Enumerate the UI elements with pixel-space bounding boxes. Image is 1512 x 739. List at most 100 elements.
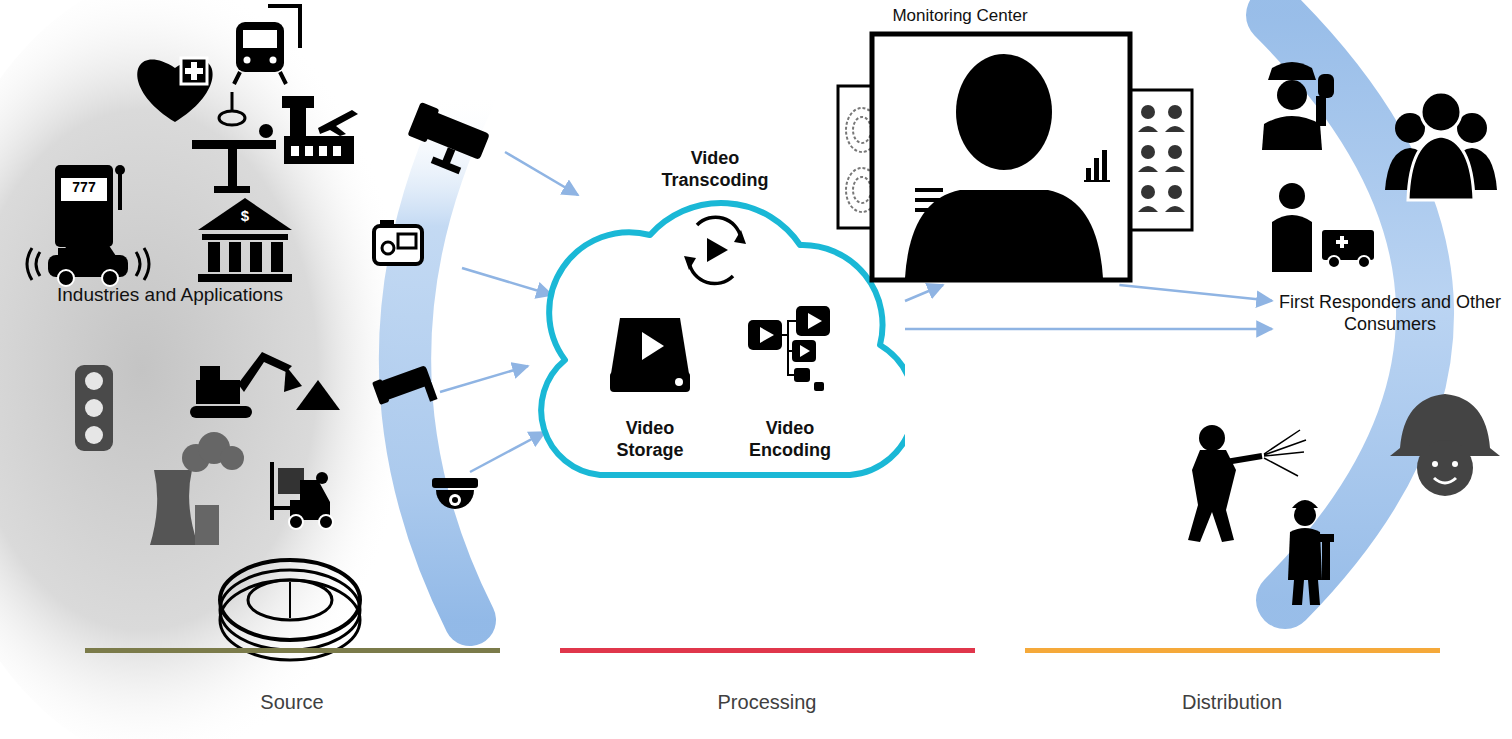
source-bar	[85, 648, 500, 653]
worker-icon	[1322, 540, 1330, 580]
healthcare-icon	[137, 58, 212, 122]
power-plant-icon	[220, 446, 244, 470]
bullet-camera-icon	[401, 102, 491, 180]
bank-icon	[202, 234, 288, 240]
crowd-icon	[1421, 92, 1461, 132]
faces-screen	[1138, 166, 1158, 172]
transcoding-icon	[707, 238, 728, 262]
connected-car-icon	[27, 248, 149, 280]
airport-icon	[290, 108, 306, 138]
encoding-icon	[760, 327, 774, 343]
process-label: Video Transcoding	[655, 148, 775, 191]
traffic-light-icon	[75, 365, 113, 451]
excavator-icon	[190, 406, 252, 418]
faces-screen	[1168, 105, 1182, 119]
worker-icon	[1294, 504, 1316, 526]
storage-icon	[675, 378, 683, 386]
source-band	[405, 95, 470, 620]
forklift-icon	[270, 462, 274, 520]
flow-arrow	[1119, 285, 1272, 301]
distribution-bar	[1025, 648, 1440, 653]
paramedic-icon	[1279, 183, 1305, 209]
encoding-icon	[782, 321, 796, 375]
action-camera-icon	[374, 220, 422, 264]
surgery-icon	[231, 92, 234, 112]
faces-screen	[1165, 166, 1185, 172]
faces-screen	[1141, 145, 1155, 159]
surgery-icon	[219, 111, 245, 125]
section-label: Source	[192, 690, 392, 714]
dome-camera-icon	[449, 494, 461, 506]
traffic-light-icon	[85, 426, 103, 444]
group-title: Industries and Applications	[5, 284, 335, 307]
train-icon	[234, 72, 286, 84]
traffic-light-icon	[85, 399, 103, 417]
police-icon	[1262, 62, 1334, 150]
police-icon	[1277, 80, 1307, 110]
fire-helmet-icon	[1452, 461, 1458, 467]
worker-icon	[1318, 534, 1334, 542]
fire-helmet-icon	[1432, 461, 1438, 467]
stadium-icon	[220, 560, 360, 660]
airport-icon	[333, 146, 341, 156]
excavator-icon	[284, 366, 302, 392]
encoding-icon	[808, 313, 822, 329]
camera-feed-arrow	[440, 366, 528, 392]
faces-screen	[1138, 126, 1158, 132]
firefighter-icon	[1226, 456, 1262, 462]
bank-icon	[271, 242, 283, 272]
encoding-icon	[814, 382, 824, 391]
train-icon	[243, 30, 277, 48]
camera-feed-arrow	[462, 268, 552, 295]
station-title: Monitoring Center	[860, 6, 1060, 26]
healthcare-icon	[181, 58, 207, 84]
paramedic-icon	[1272, 215, 1312, 272]
connected-car-icon	[58, 270, 74, 286]
encoding-icon	[792, 340, 816, 362]
excavator-icon	[200, 366, 220, 382]
airport-icon	[319, 146, 327, 156]
bank-icon	[198, 198, 292, 282]
dome-camera-icon	[436, 490, 474, 509]
stadium-icon	[248, 580, 332, 620]
traffic-light-icon	[75, 365, 113, 451]
bank-icon	[229, 242, 241, 272]
encoding-icon	[796, 306, 830, 336]
connected-car-icon	[60, 238, 116, 256]
power-plant-icon	[150, 432, 244, 545]
consumer-label: First Responders and Other Consumers	[1276, 292, 1504, 335]
bank-icon	[198, 198, 292, 230]
casino-icon	[115, 165, 125, 175]
excavator-icon	[196, 380, 240, 404]
connected-car-icon	[27, 215, 149, 286]
paramedic-icon	[1328, 256, 1340, 268]
bank-icon	[208, 242, 220, 272]
firefighter-icon	[1264, 430, 1306, 476]
faces-screen	[1141, 185, 1155, 199]
storage-icon	[642, 332, 664, 360]
operator-screen	[1102, 150, 1107, 180]
action-camera-icon	[398, 234, 416, 248]
operator-screen	[905, 190, 1103, 278]
crowd-icon	[1408, 136, 1474, 200]
monitoring-center: Monitoring Center	[835, 0, 1195, 285]
process-label: Video Encoding	[730, 418, 850, 461]
currency-sign: $	[235, 207, 255, 225]
transcoding-icon	[684, 256, 696, 270]
operator-screen	[1086, 168, 1091, 180]
train-icon	[244, 57, 251, 64]
transcoding-icon	[734, 230, 746, 244]
operator-screen	[1094, 158, 1099, 180]
operator-screen	[1084, 180, 1110, 182]
dome-camera-icon	[452, 497, 458, 503]
faces-screen	[1130, 90, 1192, 230]
police-icon	[1318, 74, 1334, 98]
slot-reel-text: 777	[61, 179, 107, 196]
healthcare-icon	[137, 60, 212, 122]
fire-helmet-icon	[1390, 394, 1500, 496]
encoding-icon	[794, 368, 810, 382]
paramedic-icon	[1336, 240, 1348, 244]
surgery-icon	[192, 140, 276, 149]
group-label: Industries and Applications	[5, 284, 335, 307]
